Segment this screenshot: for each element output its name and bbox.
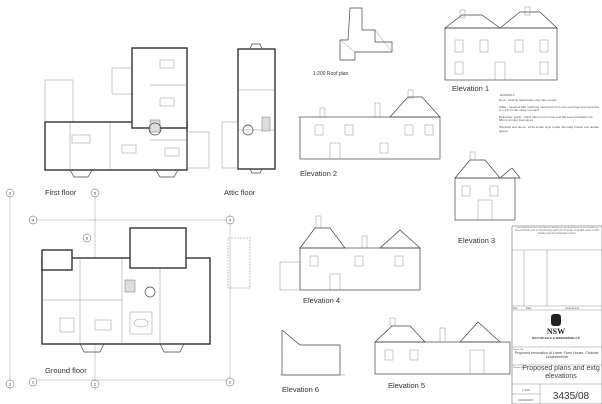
svg-text:2: 2: [94, 382, 97, 387]
scale: 1:100: [522, 388, 530, 392]
svg-text:3: 3: [9, 382, 12, 387]
label-first-floor: First floor: [45, 188, 77, 197]
nsw-logo: NSW: [547, 314, 565, 336]
material-rainwater: Rainwater goods - black half round on ri…: [499, 114, 593, 123]
materials-notes: MATERIALS Roof - existing slate/brown cl…: [499, 93, 599, 133]
material-windows: Windows and doors - white timber style p…: [499, 124, 599, 133]
svg-text:5: 5: [94, 191, 97, 196]
elevation-3-drawing: [454, 151, 521, 221]
elevation-5-drawing: [374, 317, 511, 375]
material-walls: Walls - repaired with matching used bric…: [499, 104, 599, 113]
svg-text:MATERIALS: MATERIALS: [500, 93, 515, 97]
svg-text:4: 4: [32, 218, 35, 223]
svg-text:3: 3: [9, 191, 12, 196]
firm-name: NAYLOR SALE & WIDDOWSON LLP: [532, 336, 580, 340]
svg-text:Rev: Rev: [513, 306, 518, 310]
label-elevation-2: Elevation 2: [300, 169, 337, 178]
drawing-number: 3435/08: [553, 391, 590, 402]
disclaimer-notes: This drawing is not to be used for setti…: [515, 227, 599, 235]
elevation-1-drawing: [443, 6, 558, 81]
label-elevation-1: Elevation 1: [452, 84, 489, 93]
project-title: Proposed renovation of Lower Farm House,…: [514, 351, 600, 360]
title-block: This drawing is not to be used for setti…: [511, 225, 602, 404]
svg-text:Amendment: Amendment: [565, 306, 579, 310]
label-elevation-4: Elevation 4: [303, 296, 340, 305]
attic-floor-plan: [221, 43, 276, 174]
svg-text:Project Title: Project Title: [513, 348, 524, 351]
svg-text:NSW: NSW: [547, 327, 565, 336]
svg-text:Drawing Title: Drawing Title: [513, 366, 525, 369]
svg-text:2: 2: [229, 380, 232, 385]
label-elevation-3: Elevation 3: [458, 236, 495, 245]
label-elevation-5: Elevation 5: [388, 381, 425, 390]
drawing-title: Proposed plans and extg elevations: [522, 365, 600, 380]
label-attic-floor: Attic floor: [224, 188, 256, 197]
svg-text:2: 2: [32, 380, 35, 385]
svg-text:4: 4: [229, 218, 232, 223]
first-floor-plan: [44, 47, 210, 178]
grid-markers: 3 5 4 4 6 3 2 2 2: [5, 188, 235, 389]
label-roof-plan: 1:200 Roof plan: [313, 71, 349, 77]
svg-text:6: 6: [86, 236, 89, 241]
material-roof: Roof - existing slate/brown clay tiles r…: [499, 99, 557, 102]
roof-plan: [339, 7, 393, 61]
elevation-6-drawing: [280, 329, 345, 376]
label-elevation-6: Elevation 6: [282, 385, 319, 394]
ground-floor-plan: [41, 227, 251, 353]
elevation-4-drawing: [279, 215, 421, 291]
elevation-2-drawing: [298, 89, 441, 160]
label-ground-floor: Ground floor: [45, 366, 87, 375]
setting-out-grid: [9, 190, 235, 390]
svg-text:Date: Date: [526, 306, 532, 310]
date: 21/03/2019: [518, 398, 533, 402]
